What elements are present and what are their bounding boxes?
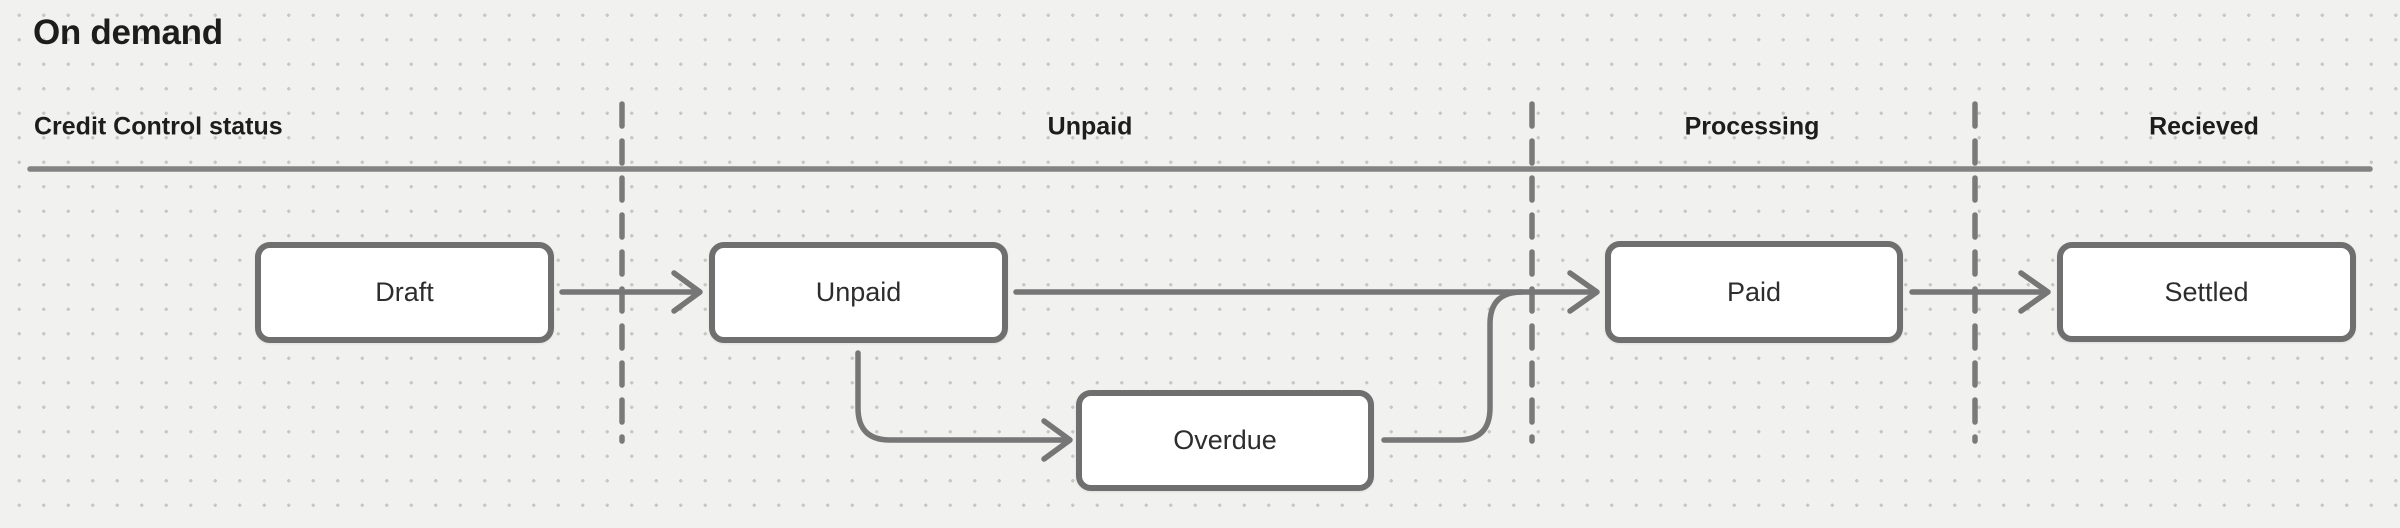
flow-node-draft[interactable]: Draft	[255, 242, 554, 343]
edge-overdue-merge-to-paid	[1381, 289, 1525, 443]
flow-node-paid[interactable]: Paid	[1605, 241, 1903, 343]
page-title: On demand	[33, 13, 223, 52]
lane-header-unpaid: Unpaid	[1047, 112, 1133, 141]
arrowhead-paid-to-settled	[2018, 270, 2051, 314]
lane-header-recieved: Recieved	[2149, 112, 2259, 141]
edge-unpaid-to-overdue	[855, 350, 1071, 443]
arrowhead-unpaid-to-overdue	[1041, 418, 1073, 462]
arrowhead-draft-to-unpaid	[671, 270, 703, 314]
flow-node-settled[interactable]: Settled	[2057, 242, 2356, 342]
flow-node-overdue[interactable]: Overdue	[1076, 390, 1374, 491]
lane-header-credit-control-status: Credit Control status	[34, 112, 283, 141]
arrowhead-unpaid-to-paid	[1567, 270, 1600, 314]
lane-header-processing: Processing	[1684, 112, 1820, 141]
flow-node-unpaid[interactable]: Unpaid	[709, 242, 1008, 343]
